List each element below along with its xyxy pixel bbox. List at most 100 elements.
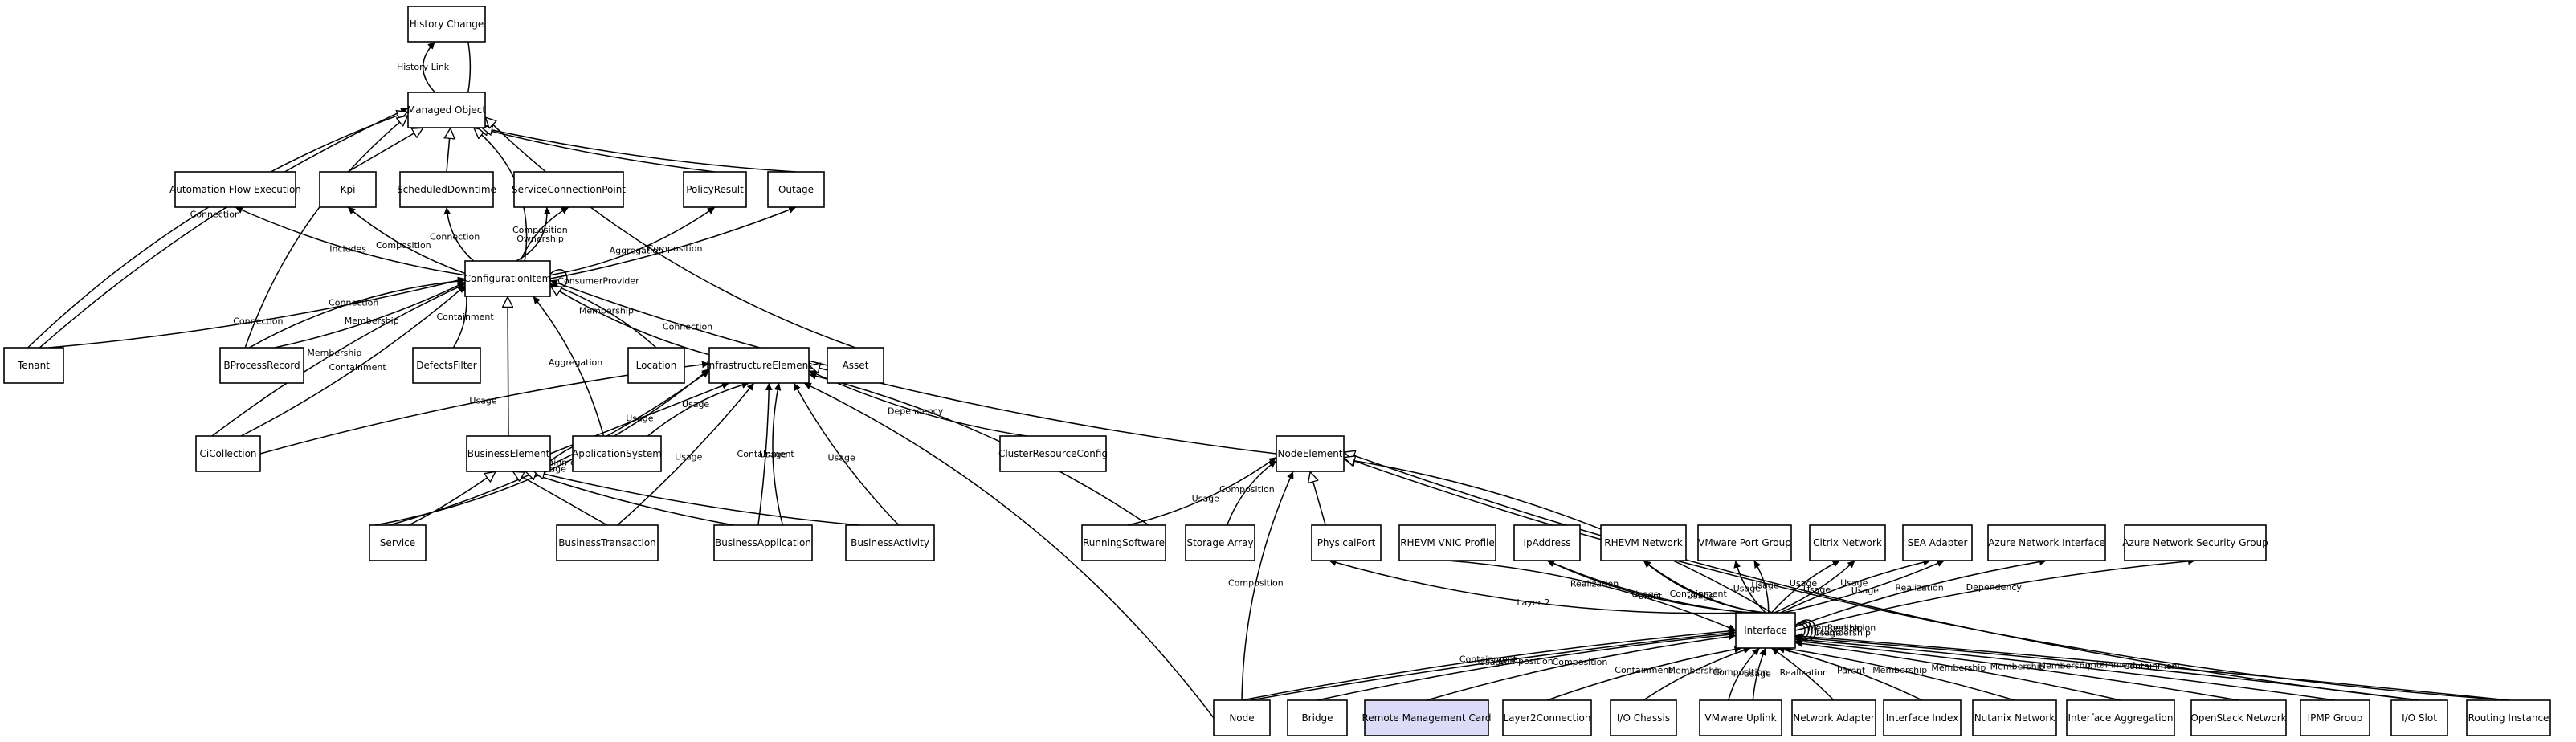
edge-line bbox=[244, 116, 408, 349]
class-node-history-change[interactable]: History Change bbox=[407, 6, 486, 43]
edge-line bbox=[48, 276, 466, 349]
class-node-interface[interactable]: Interface bbox=[1735, 612, 1796, 649]
edge-label: Composition bbox=[647, 243, 703, 254]
edge-physical-port-to-node-element bbox=[1310, 471, 1326, 526]
edge-line bbox=[347, 127, 423, 173]
edge-line bbox=[447, 128, 451, 173]
class-node-vmware-uplink[interactable]: VMware Uplink bbox=[1699, 699, 1782, 736]
class-node-running-software[interactable]: RunningSoftware bbox=[1081, 524, 1166, 561]
class-node-io-slot[interactable]: I/O Slot bbox=[2390, 699, 2448, 736]
edge-interface-to-azure-network-security-group bbox=[1794, 557, 2196, 631]
edge-label: Usage bbox=[1192, 493, 1220, 503]
class-node-vmware-port-group[interactable]: VMware Port Group bbox=[1697, 524, 1792, 561]
edge-node-to-interface bbox=[1241, 627, 1737, 701]
class-name: Citrix Network bbox=[1813, 537, 1882, 548]
edge-label: Usage bbox=[759, 449, 787, 459]
class-name: RHEVM VNIC Profile bbox=[1400, 537, 1495, 548]
edge-label: Membership bbox=[307, 348, 361, 358]
class-node-configuration-item[interactable]: ConfigurationItem bbox=[464, 260, 552, 297]
class-box bbox=[1398, 524, 1496, 561]
edge-label: Membership bbox=[1931, 662, 1986, 673]
class-node-rhevm-network[interactable]: RHEVM Network bbox=[1600, 524, 1687, 561]
edge-line bbox=[1250, 629, 1737, 701]
class-name: Interface Index bbox=[1886, 712, 1959, 724]
edge-business-application-to-business-element bbox=[525, 471, 734, 526]
class-node-io-chassis[interactable]: I/O Chassis bbox=[1610, 699, 1677, 736]
class-node-storage-array[interactable]: Storage Array bbox=[1185, 524, 1255, 561]
class-node-routing-instance[interactable]: Routing Instance bbox=[2466, 699, 2551, 736]
class-node-interface-index[interactable]: Interface Index bbox=[1883, 699, 1962, 736]
class-node-cluster-resource-config[interactable]: ClusterResourceConfig bbox=[998, 435, 1108, 472]
class-name: Tenant bbox=[17, 360, 50, 371]
class-node-network-adapter[interactable]: Network Adapter bbox=[1791, 699, 1876, 736]
edge-remote-management-card-to-interface bbox=[1426, 633, 1737, 701]
class-node-asset[interactable]: Asset bbox=[827, 347, 884, 384]
edge-line bbox=[1643, 560, 1766, 614]
class-box bbox=[1213, 699, 1271, 736]
class-node-interface-aggregation[interactable]: Interface Aggregation bbox=[2066, 699, 2175, 736]
class-node-location[interactable]: Location bbox=[627, 347, 685, 384]
class-node-rhevm-vnic-profile[interactable]: RHEVM VNIC Profile bbox=[1398, 524, 1496, 561]
class-node-sea-adapter[interactable]: SEA Adapter bbox=[1902, 524, 1973, 561]
edge-bprocess-record-to-configuration-item bbox=[249, 277, 466, 349]
edge-line bbox=[808, 372, 1149, 526]
class-node-business-application[interactable]: BusinessApplication bbox=[713, 524, 813, 561]
class-box bbox=[2466, 699, 2551, 736]
edge-label: Connection bbox=[663, 321, 712, 332]
edge-location-to-configuration-item bbox=[549, 283, 657, 349]
class-node-layer2-connection[interactable]: Layer2Connection bbox=[1502, 699, 1592, 736]
edge-configuration-item-to-policy-result bbox=[549, 206, 716, 276]
class-node-openstack-network[interactable]: OpenStack Network bbox=[2190, 699, 2287, 736]
edge-line bbox=[1426, 633, 1737, 701]
class-node-azure-network-interface[interactable]: Azure Network Interface bbox=[1987, 524, 2106, 561]
class-node-nutanix-network[interactable]: Nutanix Network bbox=[1972, 699, 2057, 736]
class-name: VMware Uplink bbox=[1704, 712, 1776, 724]
class-box bbox=[407, 6, 486, 43]
class-name: RunningSoftware bbox=[1083, 537, 1165, 548]
class-node-business-activity[interactable]: BusinessActivity bbox=[845, 524, 935, 561]
class-node-outage[interactable]: Outage bbox=[767, 171, 825, 208]
class-node-application-system[interactable]: ApplicationSystem bbox=[572, 435, 662, 472]
class-node-ip-address[interactable]: IpAddress bbox=[1513, 524, 1581, 561]
class-node-citrix-network[interactable]: Citrix Network bbox=[1809, 524, 1886, 561]
class-node-business-element[interactable]: BusinessElement bbox=[466, 435, 551, 472]
edge-line bbox=[1753, 560, 1770, 614]
edge-line bbox=[249, 277, 466, 349]
edge-configuration-item-to-automation-flow-execution bbox=[235, 206, 466, 276]
class-node-service-connection-point[interactable]: ServiceConnectionPoint bbox=[512, 171, 626, 208]
class-node-service[interactable]: Service bbox=[369, 524, 427, 561]
edge-rhevm-vnic-profile-to-interface bbox=[1447, 560, 1737, 631]
class-node-infrastructure-element[interactable]: InfrastructureElement bbox=[706, 347, 812, 384]
class-box bbox=[219, 347, 304, 384]
class-node-physical-port[interactable]: PhysicalPort bbox=[1311, 524, 1382, 561]
class-node-scheduled-downtime[interactable]: ScheduledDowntime bbox=[397, 171, 496, 208]
edge-label: Parent bbox=[1634, 591, 1663, 601]
class-node-node[interactable]: Node bbox=[1213, 699, 1271, 736]
class-node-cicollection[interactable]: CiCollection bbox=[195, 435, 261, 472]
edge-node-to-interface bbox=[1250, 629, 1737, 701]
class-node-policy-result[interactable]: PolicyResult bbox=[683, 171, 747, 208]
edge-line bbox=[1770, 560, 1840, 614]
class-node-business-transaction[interactable]: BusinessTransaction bbox=[556, 524, 659, 561]
class-box bbox=[1809, 524, 1886, 561]
class-node-bridge[interactable]: Bridge bbox=[1287, 699, 1348, 736]
class-name: CiCollection bbox=[199, 448, 256, 459]
class-node-bprocess-record[interactable]: BProcessRecord bbox=[219, 347, 304, 384]
class-node-defects-filter[interactable]: DefectsFilter bbox=[412, 347, 481, 384]
class-node-ipmp-group[interactable]: IPMP Group bbox=[2300, 699, 2370, 736]
edge-label: Usage bbox=[1687, 590, 1715, 601]
edge-line bbox=[423, 41, 436, 93]
class-box bbox=[1610, 699, 1677, 736]
edge-label: Dependency bbox=[1966, 582, 2023, 593]
class-node-managed-object[interactable]: Managed Object bbox=[407, 92, 486, 128]
edge-line bbox=[1794, 634, 2420, 701]
class-node-tenant[interactable]: Tenant bbox=[3, 347, 64, 384]
class-node-node-element[interactable]: NodeElement bbox=[1276, 435, 1345, 472]
edge-label: Containment bbox=[1615, 665, 1672, 675]
edge-ipmp-group-to-interface bbox=[1794, 636, 2336, 701]
class-node-remote-management-card[interactable]: Remote Management Card bbox=[1361, 699, 1492, 736]
class-node-kpi[interactable]: Kpi bbox=[319, 171, 377, 208]
class-node-azure-network-security-group[interactable]: Azure Network Security Group bbox=[2122, 524, 2268, 561]
class-node-automation-flow-execution[interactable]: Automation Flow Execution bbox=[169, 171, 301, 208]
